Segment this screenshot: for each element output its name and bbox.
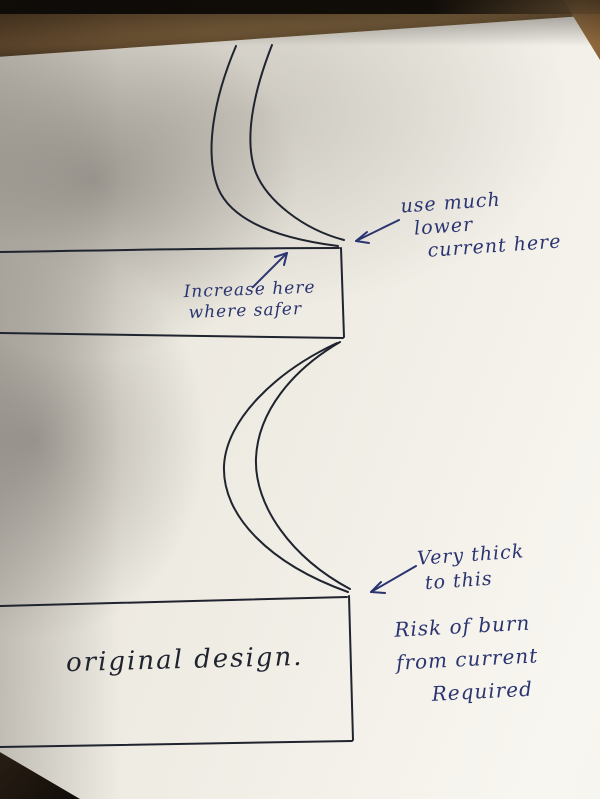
annotation-line: where safer <box>188 299 303 323</box>
arrow-lower-notch <box>370 565 417 594</box>
upper-neck-curves <box>210 44 345 247</box>
annotation-increase-here-where-safer: Increase here where safer <box>183 278 316 324</box>
arrow-upper-notch <box>355 219 400 244</box>
annotation-risk-of-burn: Risk of burn from current Required <box>394 606 541 712</box>
annotation-line: Required <box>431 676 534 706</box>
lower-bulge-curves <box>222 341 351 593</box>
annotation-line: original design. <box>65 641 304 679</box>
annotation-use-much-lower-current: use much lower current here <box>400 185 562 265</box>
annotation-very-thick-to-this: Very thick to this <box>416 539 526 596</box>
label-original-design: original design. <box>66 639 304 681</box>
